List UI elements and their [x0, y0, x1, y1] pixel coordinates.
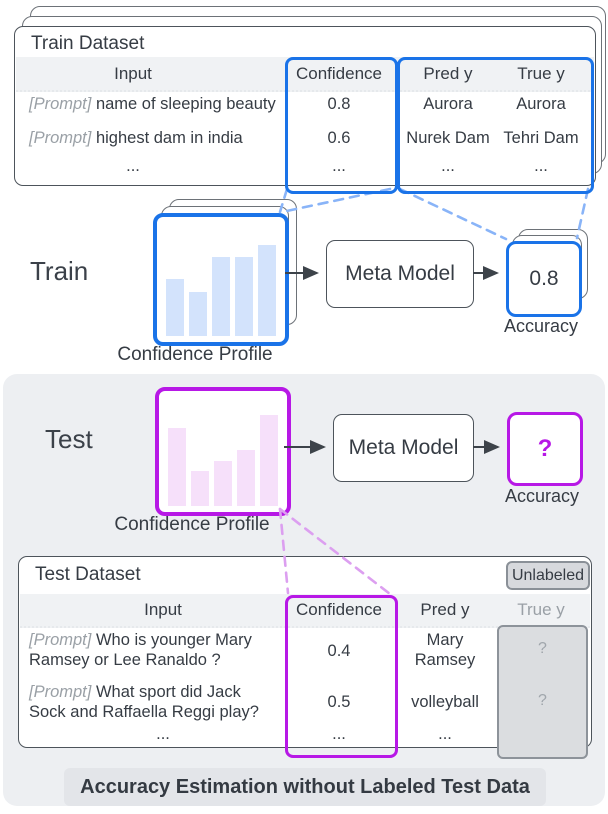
train-confidence-link-line — [280, 187, 392, 214]
table-cell-ellipsis: ... — [332, 157, 346, 175]
col-header-confidence: Confidence — [295, 600, 382, 619]
confidence-bar — [191, 470, 209, 506]
table-cell-pred: Nurek Dam — [406, 129, 490, 147]
col-header-true-y: True y — [517, 64, 565, 83]
train-confidence-profile-box — [153, 213, 289, 346]
table-cell-ellipsis: ... — [441, 157, 455, 175]
prompt-tag: [Prompt] — [29, 129, 92, 147]
table-cell-confidence: 0.4 — [327, 642, 351, 660]
table-cell-confidence: 0.5 — [327, 693, 351, 711]
confidence-bar — [214, 461, 232, 506]
table-cell-input: [Prompt] What sport did Jack Sock and Ra… — [29, 683, 259, 721]
train-meta-model-box: Meta Model — [326, 240, 474, 308]
confidence-bar — [258, 244, 276, 336]
col-header-input: Input — [144, 600, 182, 619]
meta-model-label: Meta Model — [345, 262, 455, 285]
col-header-pred-y: Pred y — [420, 600, 470, 619]
confidence-bar — [237, 450, 255, 506]
test-confidence-profile-box — [155, 387, 291, 516]
test-dataset-title: Test Dataset — [35, 564, 141, 585]
confidence-bar — [166, 279, 184, 336]
prompt-tag: [Prompt] — [29, 95, 92, 113]
test-profile-label: Confidence Profile — [114, 514, 270, 535]
confidence-bar — [212, 257, 230, 336]
figure-caption: Accuracy Estimation without Labeled Test… — [64, 768, 546, 806]
col-header-confidence: Confidence — [295, 64, 382, 83]
train-accuracy-label: Accuracy — [503, 316, 579, 336]
test-accuracy-value: ? — [537, 435, 553, 462]
table-cell-ellipsis: ... — [156, 725, 170, 743]
hidden-label-question-mark: ? — [538, 640, 547, 657]
table-cell-pred: Mary Ramsey — [414, 631, 476, 669]
table-cell-ellipsis: ... — [534, 157, 548, 175]
hidden-label-question-mark: ? — [538, 692, 547, 709]
col-header-input: Input — [114, 64, 152, 83]
train-dataset-title: Train Dataset — [31, 33, 145, 54]
prompt-tag: [Prompt] — [29, 631, 92, 649]
table-cell-pred: volleyball — [411, 693, 479, 711]
test-confidence-profile-chart — [168, 399, 278, 506]
prompt-tag: [Prompt] — [29, 683, 92, 701]
train-section-label: Train — [30, 256, 89, 286]
meta-model-label: Meta Model — [348, 436, 459, 459]
unlabeled-badge: Unlabeled — [506, 561, 590, 590]
table-cell-confidence: 0.8 — [327, 95, 351, 113]
train-accuracy-value: 0.8 — [529, 267, 559, 290]
confidence-bar — [168, 427, 186, 506]
table-cell-ellipsis: ... — [126, 157, 140, 175]
table-cell-confidence: 0.6 — [327, 129, 351, 147]
test-section-label: Test — [45, 424, 93, 454]
test-accuracy-box: ? — [507, 412, 583, 486]
train-profile-label: Confidence Profile — [117, 344, 273, 365]
test-table-header-row — [20, 594, 590, 628]
train-dataset-card: Train Dataset Input Confidence Pred y Tr… — [14, 26, 596, 186]
confidence-bar — [235, 257, 253, 336]
table-cell-input: [Prompt] Who is younger Mary Ramsey or L… — [29, 631, 252, 669]
confidence-bar — [189, 291, 207, 336]
table-cell-input: [Prompt] highest dam in india — [29, 129, 243, 147]
true-y-masked-box: ? ? — [497, 625, 588, 759]
col-header-true-y: True y — [517, 600, 565, 619]
test-meta-model-box: Meta Model — [333, 414, 474, 482]
table-cell-true: Tehri Dam — [503, 129, 579, 147]
col-header-pred-y: Pred y — [423, 64, 473, 83]
table-cell-input: [Prompt] name of sleeping beauty — [29, 95, 276, 113]
train-accuracy-box: 0.8 — [506, 241, 582, 317]
table-cell-pred: Aurora — [423, 95, 473, 113]
table-cell-ellipsis: ... — [438, 725, 452, 743]
train-label-link-line — [398, 187, 508, 241]
train-confidence-profile-chart — [166, 225, 276, 336]
test-dataset-card: Test Dataset Unlabeled Input Confidence … — [18, 556, 592, 748]
test-accuracy-label: Accuracy — [504, 486, 580, 506]
table-cell-true: Aurora — [516, 95, 566, 113]
train-table-header-row — [16, 57, 594, 92]
confidence-bar — [260, 415, 278, 506]
table-cell-ellipsis: ... — [332, 725, 346, 743]
